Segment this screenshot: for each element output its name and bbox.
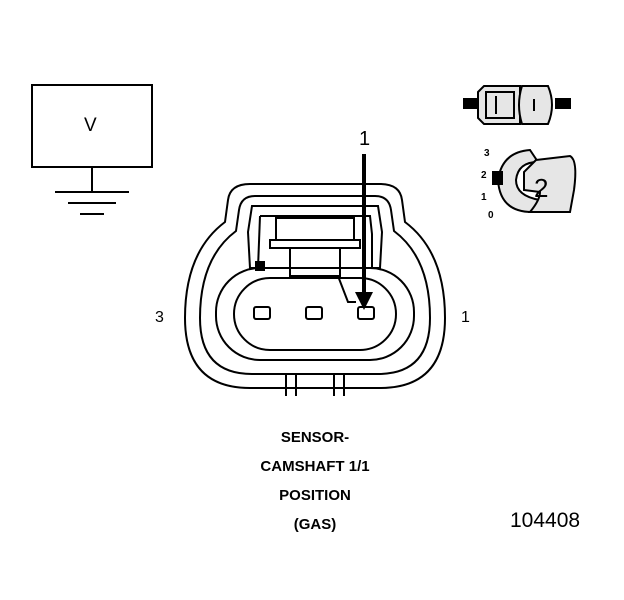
pin-3 [253, 306, 271, 320]
mating-connector-icon [463, 85, 571, 125]
voltmeter-symbol [31, 84, 153, 215]
position-big-number: 2 [534, 173, 549, 203]
caption-line-3: POSITION [279, 487, 351, 504]
caption-line-4: (GAS) [293, 516, 337, 533]
terminal-pins [253, 306, 375, 320]
voltmeter-letter: V [84, 115, 97, 136]
pin-label-right: 1 [461, 309, 470, 326]
connector-housing [183, 183, 447, 389]
pin-1 [357, 306, 375, 320]
position-tick-0: 0 [488, 210, 494, 221]
pin-label-left: 3 [155, 309, 164, 326]
position-tick-2: 2 [481, 170, 487, 181]
connector-bottom-tab [285, 374, 345, 396]
figure-number: 104408 [510, 509, 581, 532]
connector-latch [246, 205, 384, 303]
position-tick-1: 1 [481, 192, 487, 203]
caption-line-1: SENSOR- [280, 429, 350, 446]
pin-2 [305, 306, 323, 320]
callout-arrow [355, 154, 373, 310]
callout-number-1: 1 [359, 128, 371, 150]
caption-line-2: CAMSHAFT 1/1 [260, 458, 370, 475]
position-tick-3: 3 [484, 148, 490, 159]
position-selector-icon [492, 148, 577, 214]
